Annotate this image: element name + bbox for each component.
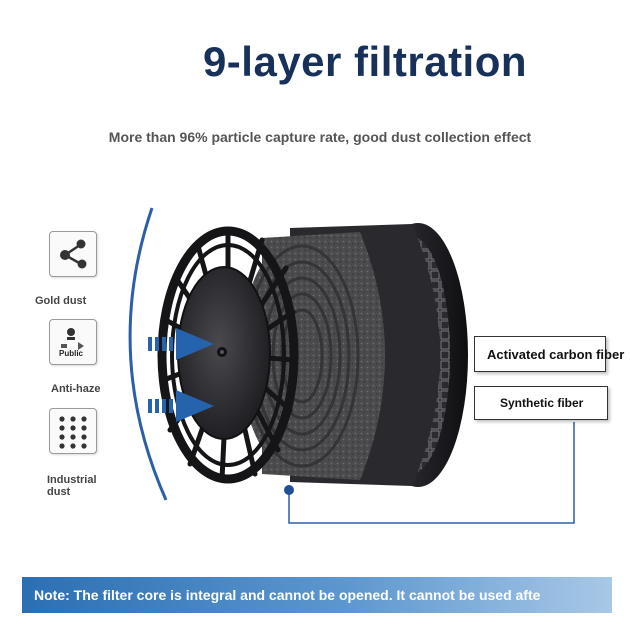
page-subtitle: More than 96% particle capture rate, goo…: [108, 129, 532, 145]
airflow-arrow-lower: [148, 390, 214, 422]
blue-arc-accent: [128, 207, 168, 501]
dot-grid-icon: [59, 416, 87, 449]
feature-label-anti-haze: Anti-haze: [51, 383, 101, 395]
anti-haze-icon-box: Public: [49, 319, 97, 365]
public-icon-caption: Public: [59, 349, 84, 358]
airflow-arrow-upper: [148, 328, 214, 360]
callout-activated-carbon-text: Activated carbon fiber: [487, 347, 625, 362]
gold-dust-icon-box: [49, 231, 97, 277]
callout-leader-line: [288, 422, 575, 524]
share-network-icon: [60, 239, 87, 269]
note-text: Note: The filter core is integral and ca…: [34, 587, 541, 603]
callout-activated-carbon: Activated carbon fiber: [474, 336, 624, 372]
callout-synthetic-fiber-text: Synthetic fiber: [500, 396, 584, 410]
note-bar: Note: The filter core is integral and ca…: [22, 577, 612, 613]
callout-anchor-dot: [284, 485, 294, 495]
public-icon: [61, 328, 84, 350]
industrial-dust-icon-box: [49, 408, 97, 454]
callout-synthetic-fiber: Synthetic fiber: [474, 386, 608, 420]
feature-label-industrial-dust: Industrial dust: [47, 474, 97, 498]
feature-label-gold-dust: Gold dust: [35, 295, 87, 307]
page-title: 9-layer filtration: [202, 38, 528, 85]
